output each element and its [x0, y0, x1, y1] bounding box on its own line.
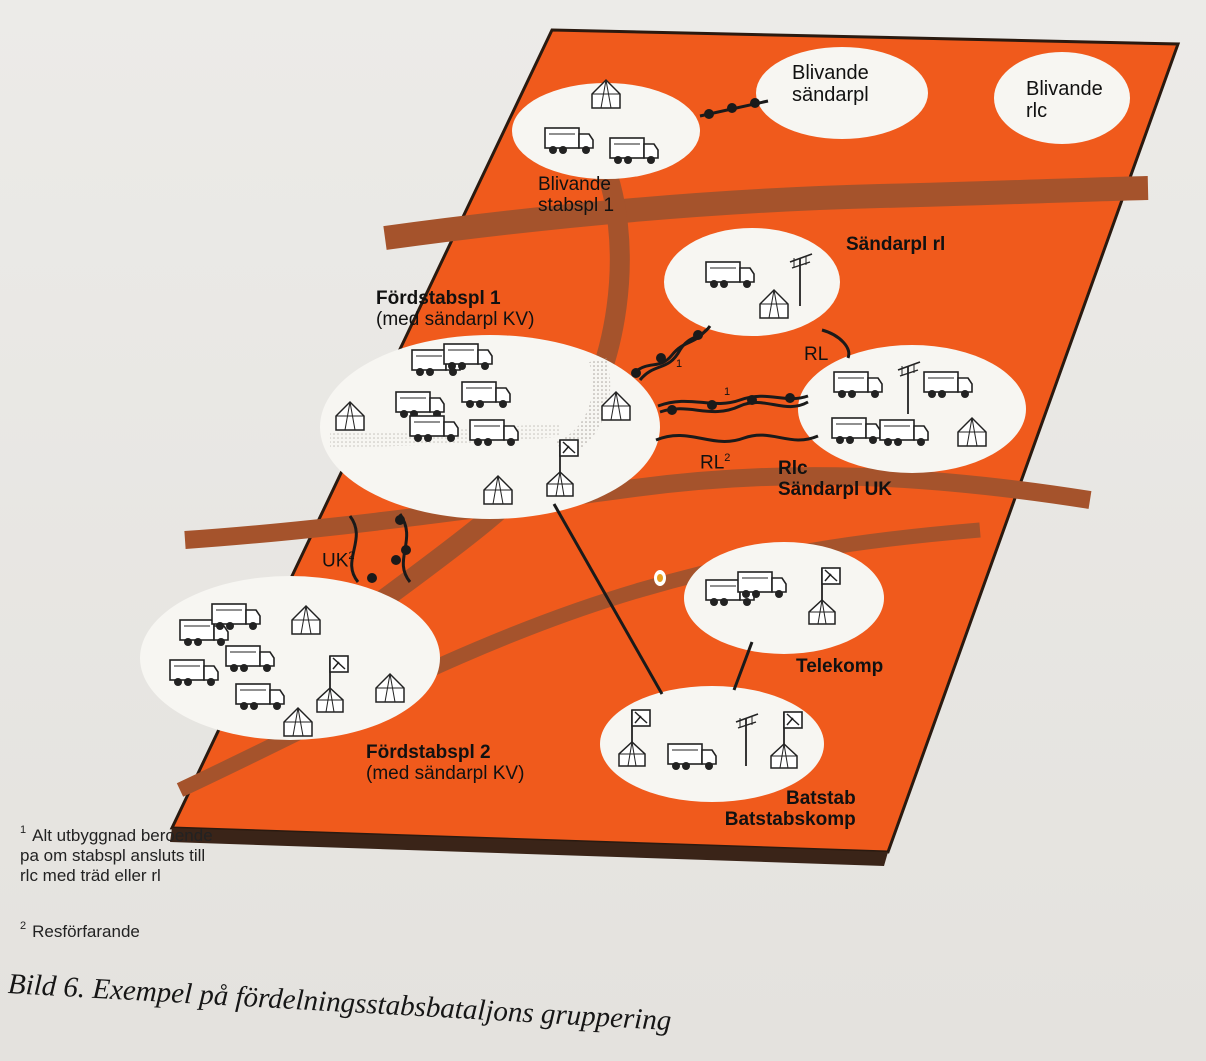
road [184, 467, 1092, 549]
footnote-mark-1a: 1 [676, 358, 683, 370]
blivande-sandarpl-ellipse [756, 47, 928, 139]
rl2-label: RL2 [700, 452, 731, 474]
telekomp-label: Telekomp [796, 656, 884, 677]
sandarpl-rl-label: Sändarpl rl [846, 234, 946, 255]
fordstabspl1-label: Fördstabspl 1(med sändarpl KV) [376, 288, 535, 331]
fordstabspl2-label: Fördstabspl 2(med sändarpl KV) [366, 742, 525, 785]
uk2-label: UK2 [322, 550, 355, 572]
blivande-rlc-ellipse [994, 52, 1130, 144]
road [383, 176, 1149, 250]
relay-dots [367, 98, 795, 583]
footnote-mark-1b: 1 [724, 386, 731, 398]
batstab-ellipse [600, 686, 824, 802]
map-shadow-edge [170, 828, 888, 866]
rl-label: RL [804, 344, 829, 365]
